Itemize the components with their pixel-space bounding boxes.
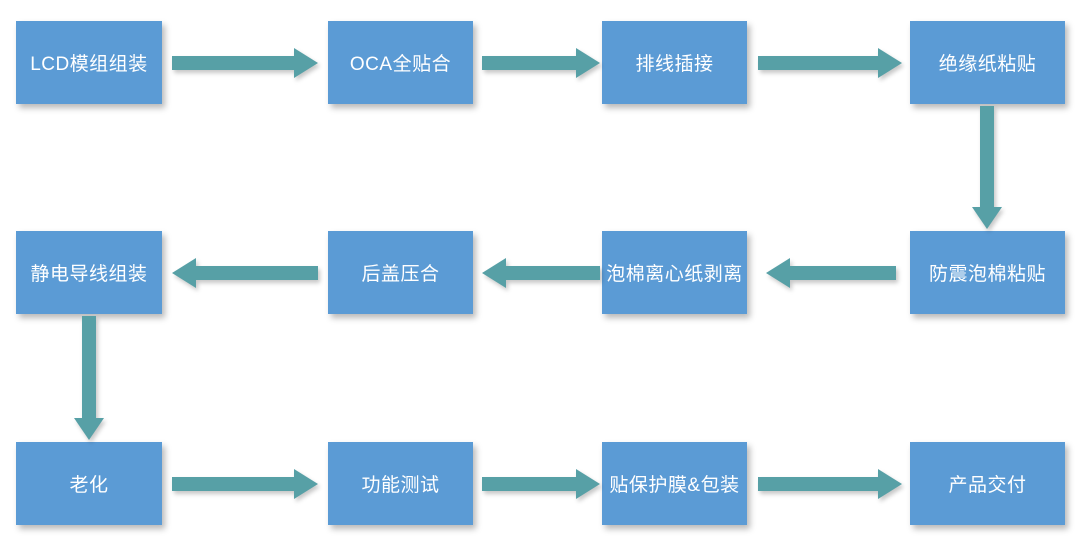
- flow-node-insulation-paper: 绝缘纸粘贴: [910, 21, 1065, 104]
- arrow-shock-foam-to-foam-peel-icon: [766, 258, 896, 288]
- arrow-foam-peel-to-back-cover-icon: [482, 258, 600, 288]
- arrow-lcd-assembly-to-oca-icon: [172, 48, 318, 78]
- flow-node-product-delivery: 产品交付: [910, 442, 1065, 525]
- flow-node-cable-connect: 排线插接: [602, 21, 747, 104]
- arrow-esd-wire-to-aging-icon: [74, 316, 104, 440]
- arrow-insulation-to-shock-foam-icon: [972, 106, 1002, 229]
- flow-node-oca-lamination: OCA全贴合: [328, 21, 473, 104]
- flow-node-foam-release-peel: 泡棉离心纸剥离: [602, 231, 747, 314]
- arrow-cable-connect-to-insulation-icon: [758, 48, 902, 78]
- flow-node-film-packing: 贴保护膜&包装: [602, 442, 747, 525]
- arrow-function-test-to-packing-icon: [482, 469, 600, 499]
- arrow-packing-to-delivery-icon: [758, 469, 902, 499]
- flow-node-esd-wire-assembly: 静电导线组装: [16, 231, 162, 314]
- arrow-oca-to-cable-connect-icon: [482, 48, 600, 78]
- arrow-aging-to-function-test-icon: [172, 469, 318, 499]
- flow-node-function-test: 功能测试: [328, 442, 473, 525]
- arrow-back-cover-to-esd-wire-icon: [172, 258, 318, 288]
- flow-node-shock-foam: 防震泡棉粘贴: [910, 231, 1065, 314]
- flow-node-lcd-module-assembly: LCD模组组装: [16, 21, 162, 104]
- flow-node-back-cover-press: 后盖压合: [328, 231, 473, 314]
- flow-node-aging: 老化: [16, 442, 162, 525]
